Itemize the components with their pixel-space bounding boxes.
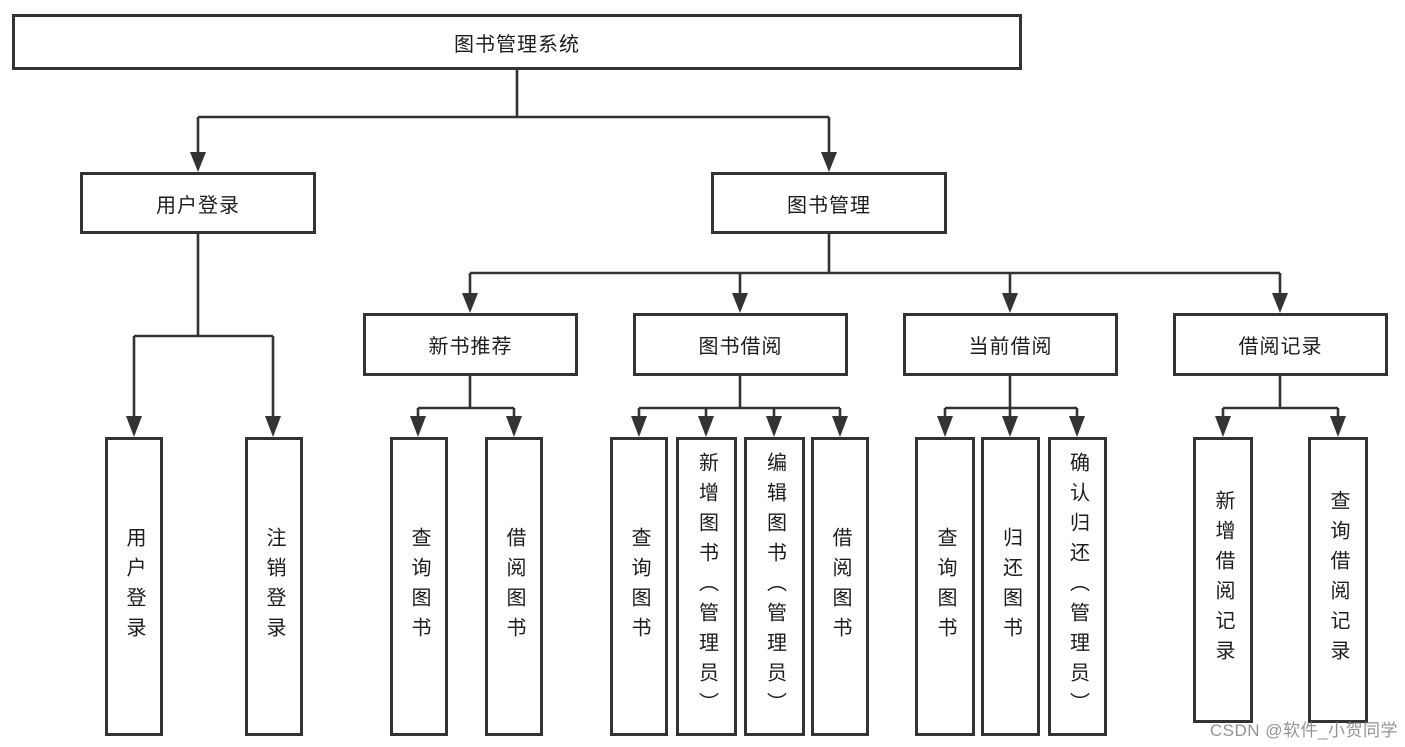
leaf-return-books-label: 归还图书 xyxy=(999,526,1022,647)
node-root: 图书管理系统 xyxy=(12,14,1022,70)
leaf-query-borrow-record: 查询借阅记录 xyxy=(1308,437,1368,723)
leaf-logout: 注销登录 xyxy=(245,437,303,736)
csdn-watermark: CSDN @软件_小贺同学 xyxy=(1209,721,1398,740)
leaf-newbook-borrow-books: 借阅图书 xyxy=(485,437,543,736)
leaf-newbook-query-books-label: 查询图书 xyxy=(408,526,430,647)
leaf-user-login: 用户登录 xyxy=(105,437,163,736)
leaf-logout-label: 注销登录 xyxy=(263,526,285,647)
leaf-borrow-query-books: 查询图书 xyxy=(610,437,668,736)
leaf-add-books-admin-label: 新增图书（管理员） xyxy=(695,451,718,722)
node-new-book-recommend-label: 新书推荐 xyxy=(428,336,513,358)
connector-shafts xyxy=(132,70,1340,419)
leaf-current-query-books-label: 查询图书 xyxy=(934,526,956,647)
node-book-management: 图书管理 xyxy=(711,172,947,234)
node-book-management-label: 图书管理 xyxy=(787,194,871,217)
node-book-borrow: 图书借阅 xyxy=(633,313,848,376)
leaf-query-borrow-record-label: 查询借阅记录 xyxy=(1327,490,1349,670)
node-user-login: 用户登录 xyxy=(80,172,316,234)
node-new-book-recommend: 新书推荐 xyxy=(363,313,578,376)
leaf-newbook-query-books: 查询图书 xyxy=(390,437,448,736)
node-current-borrow: 当前借阅 xyxy=(903,313,1118,376)
leaf-return-books: 归还图书 xyxy=(981,437,1040,736)
leaf-confirm-return-admin: 确认归还（管理员） xyxy=(1048,437,1107,736)
leaf-edit-books-admin-label: 编辑图书（管理员） xyxy=(763,451,786,722)
leaf-borrow-books: 借阅图书 xyxy=(811,437,869,736)
node-borrow-record-label: 借阅记录 xyxy=(1238,336,1323,358)
node-user-login-label: 用户登录 xyxy=(156,194,240,217)
node-borrow-record: 借阅记录 xyxy=(1173,313,1388,376)
leaf-add-borrow-record: 新增借阅记录 xyxy=(1193,437,1253,723)
node-book-borrow-label: 图书借阅 xyxy=(698,336,783,358)
leaf-add-borrow-record-label: 新增借阅记录 xyxy=(1212,490,1234,670)
node-root-label: 图书管理系统 xyxy=(454,33,580,56)
leaf-newbook-borrow-books-label: 借阅图书 xyxy=(503,526,525,647)
leaf-borrow-query-books-label: 查询图书 xyxy=(628,526,650,647)
leaf-confirm-return-admin-label: 确认归还（管理员） xyxy=(1066,451,1089,722)
leaf-edit-books-admin: 编辑图书（管理员） xyxy=(744,437,805,736)
node-current-borrow-label: 当前借阅 xyxy=(968,336,1053,358)
leaf-add-books-admin: 新增图书（管理员） xyxy=(676,437,737,736)
leaf-borrow-books-label: 借阅图书 xyxy=(829,526,851,647)
leaf-current-query-books: 查询图书 xyxy=(915,437,975,736)
leaf-user-login-label: 用户登录 xyxy=(123,526,145,647)
connector-arrowheads xyxy=(126,152,1346,437)
